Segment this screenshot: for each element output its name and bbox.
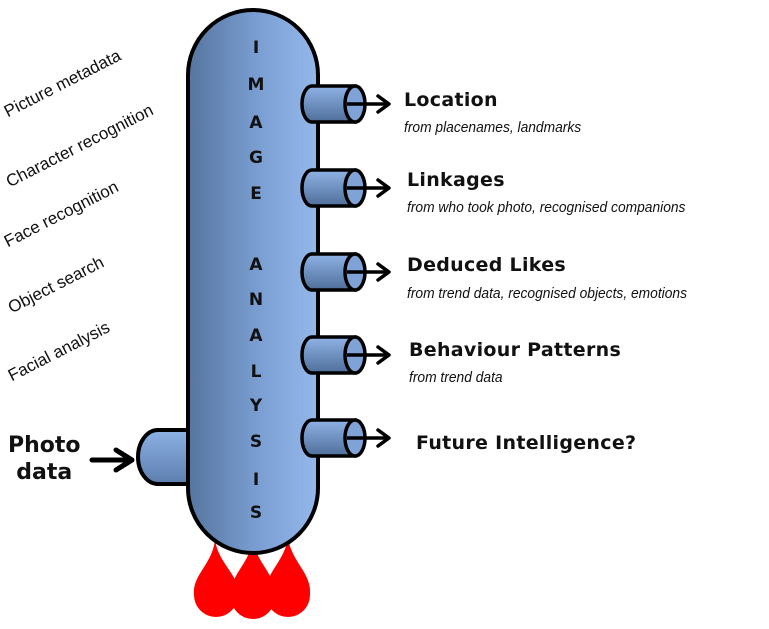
arrowhead-icon — [376, 345, 391, 365]
column-title-letter: A — [249, 326, 263, 346]
output-pipe — [300, 84, 391, 124]
drop-center — [230, 540, 276, 619]
column-title-letter: A — [249, 255, 263, 275]
output-linkages-sub: from who took photo, recognised companio… — [407, 199, 686, 216]
arrowhead-icon — [376, 94, 391, 114]
output-future-intelligence-heading: Future Intelligence? — [416, 432, 637, 454]
column-title-letter: A — [249, 113, 263, 133]
output-deduced-likes-heading: Deduced Likes — [407, 254, 566, 276]
arrowhead-icon — [376, 262, 391, 282]
output-location-heading: Location — [404, 89, 498, 111]
drop-left — [193, 540, 239, 617]
output-pipe — [300, 335, 391, 375]
arrowhead-icon — [376, 428, 391, 448]
column-title-letter: S — [249, 432, 263, 452]
column-title-letter: E — [250, 184, 262, 204]
input-label-line2: data — [16, 460, 73, 485]
output-behaviour-patterns-sub: from trend data — [409, 369, 503, 386]
column-title-letter: I — [252, 38, 260, 58]
column-title-letter: I — [252, 470, 260, 490]
input-pipe — [136, 428, 192, 486]
column-title-letter: G — [249, 148, 263, 168]
output-location-sub: from placenames, landmarks — [404, 119, 582, 136]
output-linkages-heading: Linkages — [407, 169, 505, 191]
output-pipe — [300, 252, 391, 292]
input-label: Photo data — [8, 432, 81, 486]
output-pipe — [300, 418, 391, 458]
output-deduced-likes-sub: from trend data, recognised objects, emo… — [407, 285, 687, 302]
input-arrow-icon — [89, 447, 135, 473]
heat-drops — [193, 538, 311, 619]
column-title-letter: S — [249, 503, 263, 523]
output-behaviour-patterns-heading: Behaviour Patterns — [409, 339, 622, 361]
column-title-letter: N — [248, 290, 264, 310]
column-title-letter: M — [247, 75, 265, 95]
analysis-column — [186, 8, 320, 555]
column-title-letter: Y — [249, 396, 263, 416]
arrowhead-icon — [376, 178, 391, 198]
output-pipe — [300, 168, 391, 208]
column-title-letter: L — [250, 362, 262, 382]
drop-right — [265, 538, 311, 617]
input-label-line1: Photo — [8, 433, 81, 458]
